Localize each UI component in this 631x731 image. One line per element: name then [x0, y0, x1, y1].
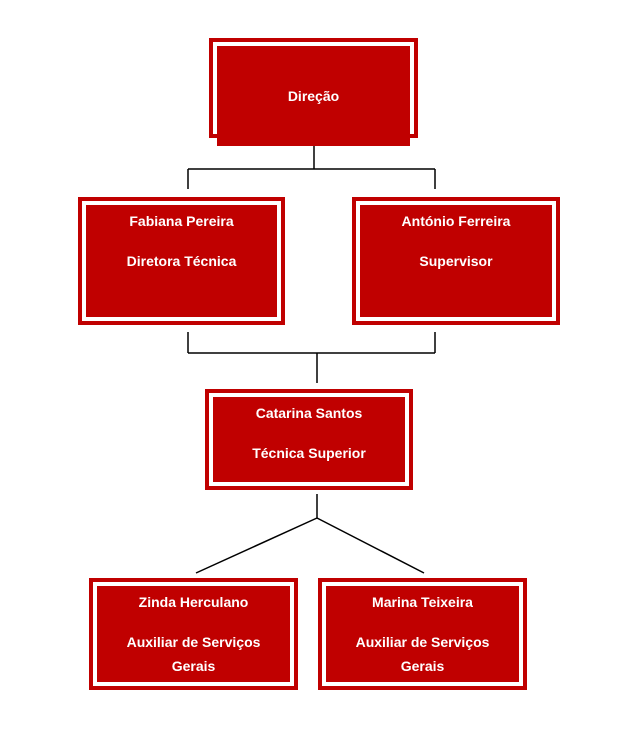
person-name: Catarina Santos — [255, 405, 363, 421]
person-role: Supervisor — [419, 253, 493, 269]
person-name: António Ferreira — [401, 213, 511, 229]
box-direcao: Direção — [209, 38, 418, 146]
box-zinda-herculano: Zinda Herculano Auxiliar de Serviços Ger… — [89, 578, 298, 690]
box-fabiana-pereira: Fabiana Pereira Diretora Técnica — [78, 197, 285, 325]
connector-to-zinda — [195, 517, 318, 574]
box-antonio-ferreira: António Ferreira Supervisor — [352, 197, 560, 325]
connector-to-marina — [316, 517, 425, 574]
box-marina-teixeira: Marina Teixeira Auxiliar de Serviços Ger… — [318, 578, 527, 690]
person-name: Marina Teixeira — [372, 594, 473, 610]
person-role-line2: Gerais — [400, 658, 445, 674]
person-role-line2: Gerais — [171, 658, 216, 674]
person-name: Zinda Herculano — [138, 594, 249, 610]
person-role: Diretora Técnica — [126, 253, 237, 269]
direcao-label: Direção — [287, 88, 340, 104]
person-name: Fabiana Pereira — [129, 213, 234, 229]
person-role-line1: Auxiliar de Serviços — [355, 634, 490, 650]
box-catarina-santos: Catarina Santos Técnica Superior — [205, 389, 413, 490]
person-role: Técnica Superior — [252, 445, 366, 461]
person-role-line1: Auxiliar de Serviços — [126, 634, 261, 650]
